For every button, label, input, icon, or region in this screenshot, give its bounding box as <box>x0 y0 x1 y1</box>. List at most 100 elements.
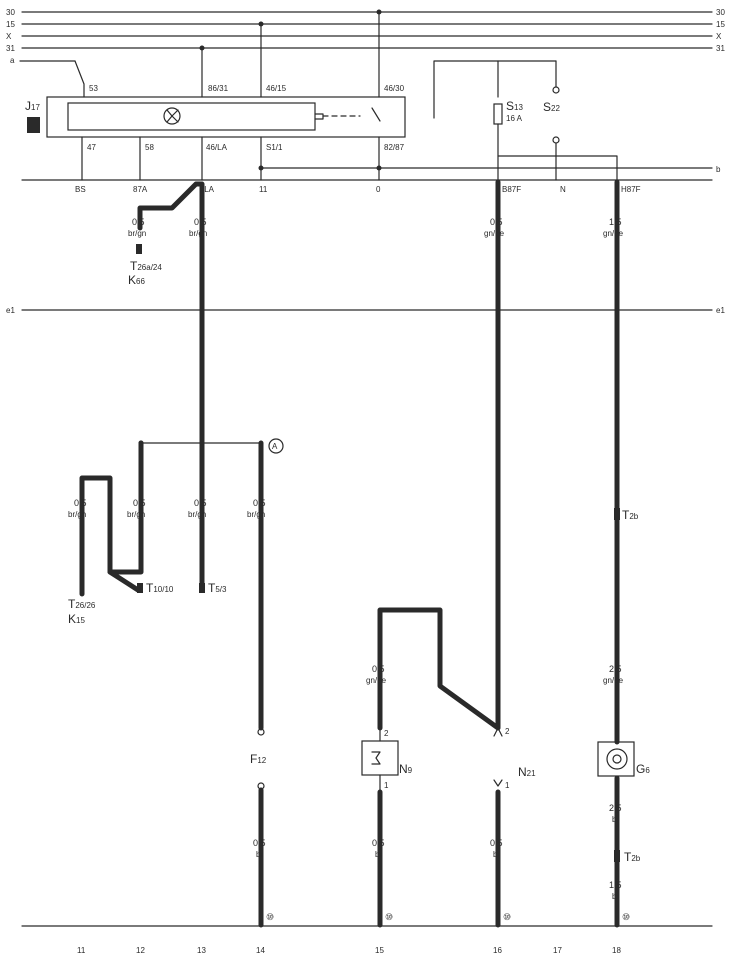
marker-a: A <box>268 438 284 454</box>
relay-pin-46-la: 46/LA <box>206 143 228 152</box>
wire-size-12-upper: 0,5 <box>132 217 145 227</box>
relay-connections <box>74 9 713 181</box>
wire-color-15-top: gn/ge <box>366 676 387 685</box>
conn-87a: 87A <box>133 185 148 194</box>
conn-0: 0 <box>376 185 381 194</box>
wire-color-14-mid: br/gn <box>247 510 265 519</box>
connector-t2b-lower: T2b <box>614 850 641 864</box>
wire-color-13-upper: br/gn <box>189 229 207 238</box>
connector-t10-10: T10/10 <box>137 581 174 595</box>
relay-pin-46-30: 46/30 <box>384 84 405 93</box>
fuse-s13: S13 16 A <box>433 60 557 181</box>
bus-label-15-right: 15 <box>716 20 725 29</box>
relay-pin-86-31: 86/31 <box>208 84 229 93</box>
ground-marker-15: ⑩ <box>385 912 393 922</box>
column-number-16: 16 <box>493 946 502 955</box>
wire-size-11-mid: 0,5 <box>74 498 87 508</box>
column-number-15: 15 <box>375 946 384 955</box>
conn-h87f: H87F <box>621 185 641 194</box>
n21-pin-top: 2 <box>505 727 510 736</box>
wire-color-12-upper: br/gn <box>128 229 146 238</box>
wire-color-18-top: gn/ge <box>603 676 624 685</box>
e1-label-right: e1 <box>716 306 725 315</box>
connector-t2b-lower-id: T2b <box>624 850 641 864</box>
switch-s22: S22 <box>497 60 618 181</box>
wire-color-13-mid: br/gn <box>188 510 206 519</box>
conn-11: 11 <box>259 185 268 194</box>
wire-size-18-top: 2,5 <box>609 664 622 674</box>
wire-labels-upper: 0,5 br/gn 0,5 br/gn 0,5 gn/ge 1,5 gn/ge <box>128 217 624 238</box>
wire-size-18-lower: 2,5 <box>609 803 622 813</box>
fuse-rating: 16 A <box>506 114 523 123</box>
column-number-11: 11 <box>77 946 86 955</box>
conn-ila: ILA <box>202 185 215 194</box>
bus-label-x-left: X <box>6 32 12 41</box>
component-g6: G6 <box>597 741 650 777</box>
wire-labels-lower: 0,5 br 0,5 br 0,5 br 2,5 br 1,5 br <box>253 803 622 901</box>
connector-t2b-upper: T2b <box>614 508 639 522</box>
connector-t26-k: K15 <box>68 612 85 626</box>
wire-size-13-upper: 0,5 <box>194 217 207 227</box>
relay-pin-58: 58 <box>145 143 154 152</box>
relay-pin-82-87: 82/87 <box>384 143 405 152</box>
connector-t5-id: T5/3 <box>208 581 227 595</box>
wire-color-12-mid: br/gn <box>127 510 145 519</box>
conn-b87f: B87F <box>502 185 521 194</box>
wire-color-16-upper: gn/ge <box>484 229 505 238</box>
wire-size-18-upper: 1,5 <box>609 217 622 227</box>
column-number-14: 14 <box>256 946 265 955</box>
wire-col-12 <box>107 440 144 575</box>
marker-a-label: A <box>272 442 278 451</box>
component-n9: 2 1 N9 <box>361 727 413 791</box>
wire-col-11 <box>79 475 141 597</box>
wire-b87f <box>377 179 501 731</box>
wire-size-12-mid: 0,5 <box>133 498 146 508</box>
relay-j17: J17 53 86/31 46/15 46/30 47 58 46/LA S1/… <box>25 84 406 152</box>
ground-marker-14: ⑩ <box>266 912 274 922</box>
connector-t5-3: T5/3 <box>199 581 227 595</box>
connector-row: BS 87A ILA 11 0 B87F N H87F <box>75 185 641 194</box>
n21-pin-bottom: 1 <box>505 781 510 790</box>
column-number-13: 13 <box>197 946 206 955</box>
n21-label: N21 <box>518 765 536 779</box>
connector-t26-26: T26/26 K15 <box>68 597 96 626</box>
connector-t10-id: T10/10 <box>146 581 174 595</box>
column-number-18: 18 <box>612 946 621 955</box>
wire-color-16-lower: br <box>493 850 500 859</box>
ground-marker-18: ⑩ <box>622 912 630 922</box>
connector-t26a-id: T26a/24 <box>130 259 162 273</box>
bus-label-31-left: 31 <box>6 44 15 53</box>
e1-label-left: e1 <box>6 306 15 315</box>
fuse-id: S13 <box>506 99 523 113</box>
bus-label-15-left: 15 <box>6 20 15 29</box>
wire-color-14-lower: br <box>256 850 263 859</box>
relay-pin-47: 47 <box>87 143 96 152</box>
conn-n: N <box>560 185 566 194</box>
wire-size-13-mid: 0,5 <box>194 498 207 508</box>
connector-t2b-upper-id: T2b <box>622 508 639 522</box>
wire-size-15-lower: 0,5 <box>372 838 385 848</box>
wire-size-14-lower: 0,5 <box>253 838 266 848</box>
connector-t26-id: T26/26 <box>68 597 96 611</box>
connector-t26a-k: K66 <box>128 273 145 287</box>
wire-color-11-mid: br/gn <box>68 510 86 519</box>
relay-pin-53: 53 <box>89 84 98 93</box>
bus-label-30-left: 30 <box>6 8 15 17</box>
n9-pin-bottom: 1 <box>384 781 389 790</box>
wire-ila <box>137 181 205 593</box>
wire-size-15-top: 0,5 <box>372 664 385 674</box>
relay-pin-46-15: 46/15 <box>266 84 287 93</box>
bus-label-x-right: X <box>716 32 722 41</box>
wire-color-18-bottom: br <box>612 892 619 901</box>
wire-color-18-lower: br <box>612 815 619 824</box>
f12-label: F12 <box>250 752 267 766</box>
ground-markers: ⑩ ⑩ ⑩ ⑩ <box>266 912 630 922</box>
bus-label-31-right: 31 <box>716 44 725 53</box>
wire-size-16-lower: 0,5 <box>490 838 503 848</box>
wire-labels-components-top: 0,5 gn/ge 2,5 gn/ge <box>366 664 624 685</box>
wire-labels-mid: 0,5 br/gn 0,5 br/gn 0,5 br/gn 0,5 br/gn <box>68 498 266 519</box>
column-numbers: 11 12 13 14 15 16 17 18 <box>77 946 621 955</box>
wire-color-15-lower: br <box>375 850 382 859</box>
wire-color-18-upper: gn/ge <box>603 229 624 238</box>
